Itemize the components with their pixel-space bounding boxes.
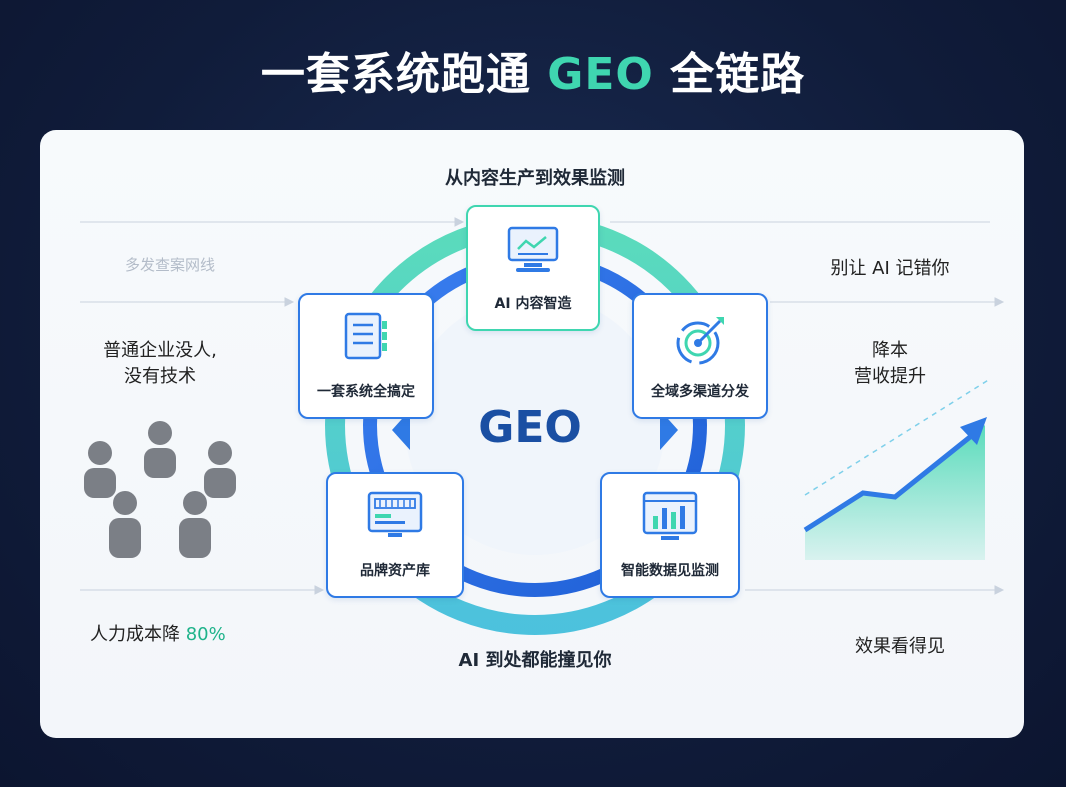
diagram-card: 从内容生产到效果监测 GEO AI 到处都能撞见你 AI 内容智造 全域多渠道分… [40,130,1024,738]
node-label: 一套系统全搞定 [317,384,415,400]
cost-reduction-text: 人力成本降 80% [90,620,290,646]
revenue-line: 降本 [872,340,908,361]
pain-point-text: 普通企业没人, 没有技术 [80,338,240,390]
pain-point-line: 没有技术 [124,366,196,387]
cycle-arrow-right [660,410,678,450]
cost-value: 80% [185,624,226,645]
node-brand-library[interactable]: 品牌资产库 [326,472,464,598]
cycle-arrow-left [392,410,410,450]
page-title: 一套系统跑通 GEO 全链路 [0,38,1066,102]
right-bottom-text: 效果看得见 [855,636,945,657]
title-prefix: 一套系统跑通 [260,49,548,100]
faded-text: 多发查案网线 [124,256,215,274]
guide-lines [80,217,1005,595]
node-distribution[interactable]: 全域多渠道分发 [632,293,768,419]
revenue-line: 营收提升 [854,366,926,387]
bar-chart-window-icon [642,491,698,540]
cost-prefix: 人力成本降 [90,624,186,645]
node-label: 全域多渠道分发 [651,384,749,400]
node-ai-content[interactable]: AI 内容智造 [466,205,600,331]
node-label: 品牌资产库 [360,563,430,579]
title-suffix: 全链路 [653,49,806,100]
right-top-text: 别让 AI 记错你 [830,258,950,279]
revenue-text: 降本 营收提升 [830,338,950,390]
top-caption: 从内容生产到效果监测 [445,168,625,189]
team-people-icon [84,421,236,558]
node-label: AI 内容智造 [494,296,572,312]
center-geo-label: GEO [478,402,582,453]
document-list-icon [344,312,387,360]
pain-point-line: 普通企业没人, [103,340,217,361]
library-monitor-icon [367,491,423,537]
target-spiral-icon [676,317,724,365]
monitor-chart-icon [507,226,559,272]
node-all-in-one[interactable]: 一套系统全搞定 [298,293,434,419]
bottom-caption: AI 到处都能撞见你 [458,650,612,671]
growth-trend-icon [803,378,991,560]
node-label: 智能数据见监测 [621,563,719,579]
node-monitoring[interactable]: 智能数据见监测 [600,472,740,598]
title-accent: GEO [547,49,654,100]
